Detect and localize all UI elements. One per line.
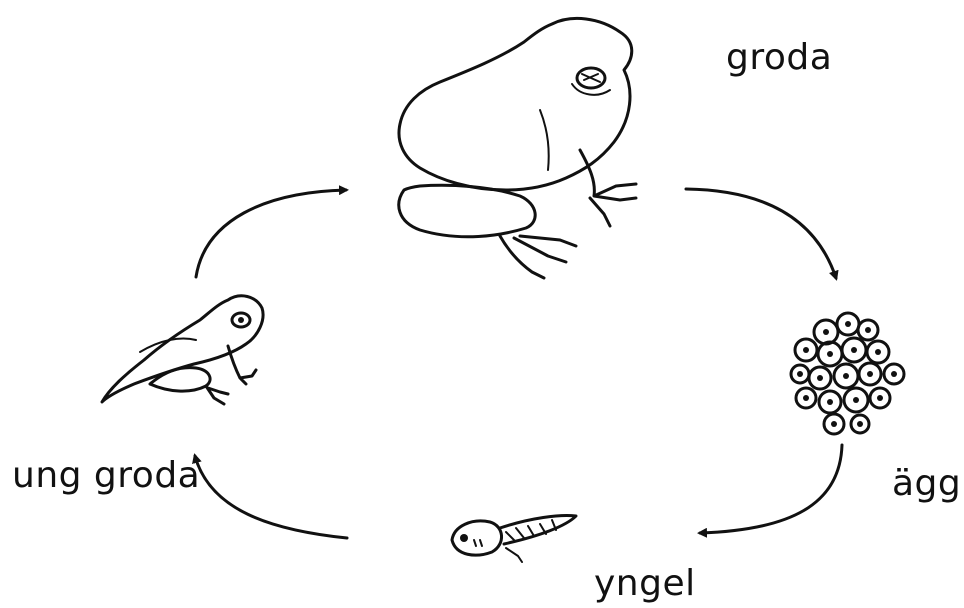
label-young-frog: ung groda xyxy=(12,455,201,496)
tadpole-illustration xyxy=(450,514,578,563)
young-frog-illustration xyxy=(100,294,265,406)
frog-eggs-illustration xyxy=(789,311,906,436)
arrow-frog-to-eggs xyxy=(684,187,839,281)
label-eggs: ägg xyxy=(892,463,962,504)
label-adult-frog: groda xyxy=(726,37,833,78)
adult-frog-illustration xyxy=(397,17,638,280)
arrow-eggs-to-tadpole xyxy=(697,443,844,538)
arrow-tadpole-to-young-frog xyxy=(192,453,349,540)
arrow-young-frog-to-frog xyxy=(194,185,349,279)
label-tadpole: yngel xyxy=(594,563,696,604)
